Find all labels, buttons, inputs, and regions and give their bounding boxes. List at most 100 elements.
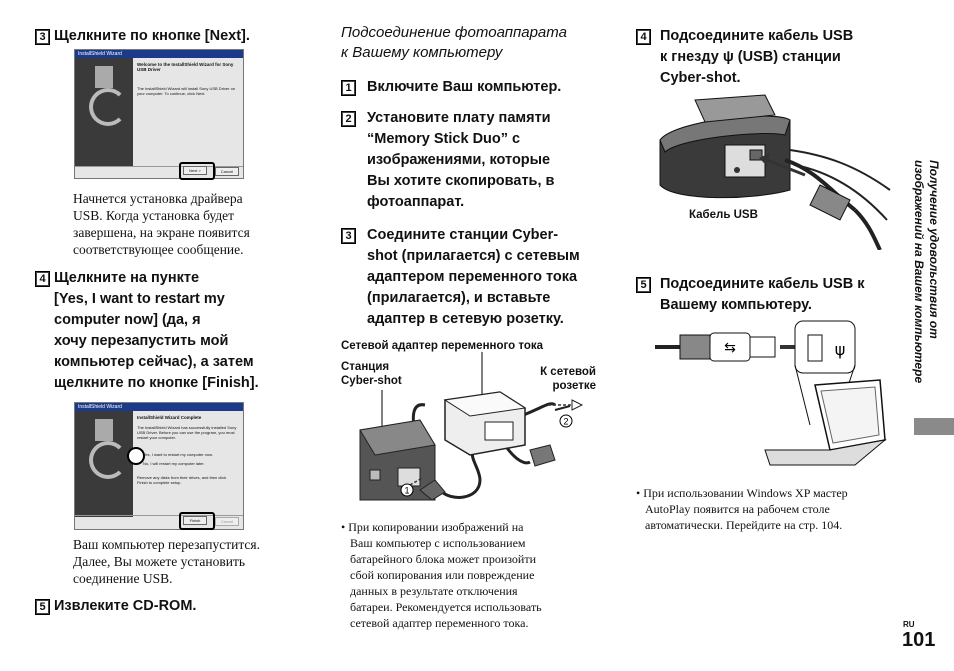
line: Подсоедините кабель USB к bbox=[660, 276, 865, 292]
cancel-button[interactable]: Cancel bbox=[215, 517, 239, 526]
step-4-col3: 4 Подсоедините кабель USB к гнезду ψ (US… bbox=[636, 26, 910, 89]
usb-icon: ⇆ bbox=[724, 340, 736, 356]
paragraph-install-progress: Начнется установка драйвера USB. Когда у… bbox=[73, 190, 313, 258]
usb-port-icon: ψ bbox=[835, 340, 846, 359]
step-number: 2 bbox=[341, 111, 356, 127]
callout-1: 1 bbox=[404, 486, 409, 496]
line: Далее, Вы можете установить bbox=[73, 554, 246, 569]
dialog-titlebar: InstallShield Wizard bbox=[75, 50, 243, 58]
line: Установите плату памяти bbox=[367, 110, 551, 126]
line: AutoPlay появится на рабочем столе bbox=[645, 502, 830, 516]
line: щелкните по кнопке [Finish]. bbox=[54, 375, 259, 391]
line: Соедините станции Cyber- bbox=[367, 227, 559, 243]
wizard-side-graphic bbox=[75, 58, 133, 166]
label-usb-cable: Кабель USB bbox=[689, 209, 758, 221]
line: соединение USB. bbox=[73, 571, 173, 586]
dialog-heading: Welcome to the InstallShield Wizard for … bbox=[137, 62, 234, 72]
line: “Memory Stick Duo” с bbox=[367, 131, 521, 147]
radio-yes-restart[interactable]: Yes, I want to restart my computer now. bbox=[143, 452, 213, 457]
radio-no-restart[interactable]: No, I will restart my computer later. bbox=[143, 461, 205, 466]
line: Вы хотите скопировать, в bbox=[367, 173, 555, 189]
step-3-col2: 3 Соедините станции Cyber- shot (прилага… bbox=[341, 225, 617, 330]
step-number: 3 bbox=[341, 228, 356, 244]
paragraph-restart: Ваш компьютер перезапустится. Далее, Вы … bbox=[73, 536, 313, 587]
cancel-button[interactable]: Cancel bbox=[215, 167, 239, 176]
line: (прилагается), и вставьте bbox=[367, 290, 551, 306]
section-sidebar-title: Получение удовольствия от изображений на… bbox=[911, 160, 941, 410]
step-number: 4 bbox=[636, 29, 651, 45]
line: хочу перезапустить мой bbox=[54, 333, 229, 349]
step-text: Щелкните по кнопке [Next]. bbox=[54, 28, 250, 44]
step-3-col1: 3 Щелкните по кнопке [Next]. bbox=[35, 26, 314, 47]
station-port bbox=[397, 467, 421, 487]
step-5-col1: 5 Извлеките CD-ROM. bbox=[35, 596, 314, 617]
step-text: Включите Ваш компьютер. bbox=[367, 79, 562, 95]
line: Щелкните на пункте bbox=[54, 270, 200, 286]
section-tab-marker bbox=[914, 418, 954, 435]
step-5-col3: 5 Подсоедините кабель USB к Вашему компь… bbox=[636, 274, 910, 316]
dialog-titlebar: InstallShield Wizard bbox=[75, 403, 243, 411]
line: К сетевой bbox=[540, 366, 596, 378]
step-number: 3 bbox=[35, 29, 50, 45]
note-col2: • При копировании изображений на Ваш ком… bbox=[341, 519, 601, 631]
line: сбой копирования или повреждение bbox=[350, 568, 535, 582]
line: к Вашему компьютеру bbox=[341, 44, 503, 61]
dialog-heading: InstallShield Wizard Complete bbox=[137, 415, 202, 420]
line: изображений на Вашем компьютере bbox=[912, 160, 926, 384]
line: shot (прилагается) с сетевым bbox=[367, 248, 580, 264]
step-4-col1: 4 Щелкните на пункте [Yes, I want to res… bbox=[35, 268, 314, 394]
next-button[interactable]: Next > bbox=[183, 166, 207, 175]
line: компьютер сейчас), а затем bbox=[54, 354, 254, 370]
step-1-col2: 1 Включите Ваш компьютер. bbox=[341, 77, 617, 98]
line: Ваш компьютер с использованием bbox=[350, 536, 526, 550]
line: батареи. Рекомендуется использовать bbox=[350, 600, 542, 614]
port-zoom-bubble bbox=[794, 320, 856, 374]
page-number: 101 bbox=[902, 629, 936, 651]
line: Получение удовольствия от bbox=[927, 160, 941, 339]
station-adapter-illustration: 1 2 bbox=[359, 352, 584, 501]
line: изображениями, которые bbox=[367, 152, 551, 168]
line: USB. Когда установка будет bbox=[73, 208, 235, 223]
line: Cyber-shot. bbox=[660, 70, 741, 86]
finish-highlight bbox=[179, 512, 215, 530]
footer-lang: RU bbox=[903, 620, 915, 629]
line: Станция bbox=[341, 361, 390, 373]
line: соответствующее сообщение. bbox=[73, 242, 244, 257]
line: сетевой адаптер переменного тока. bbox=[350, 616, 529, 630]
usb-connector bbox=[809, 184, 851, 221]
line: фотоаппарат. bbox=[367, 194, 465, 210]
dialog-body-2: Remove any disks from their drives, and … bbox=[137, 475, 227, 485]
dialog-body: The InstallShield Wizard has successfull… bbox=[137, 425, 237, 440]
line: данных в результате отключения bbox=[350, 584, 518, 598]
line: computer now] (да, я bbox=[54, 312, 201, 328]
installer-welcome-screenshot: InstallShield Wizard Welcome to the Inst… bbox=[74, 49, 244, 180]
step-number: 4 bbox=[35, 271, 50, 287]
line: Начнется установка драйвера bbox=[73, 191, 243, 206]
step-number: 5 bbox=[636, 277, 651, 293]
step-text: Извлеките CD-ROM. bbox=[54, 598, 197, 614]
step-2-col2: 2 Установите плату памяти “Memory Stick … bbox=[341, 108, 617, 213]
usb-to-laptop-illustration: ⇆ ψ bbox=[655, 320, 887, 466]
wizard-side-graphic bbox=[75, 411, 133, 517]
label-outlet: К сетевой розетке bbox=[520, 365, 596, 393]
finish-button[interactable]: Finish bbox=[183, 516, 207, 525]
step-number: 5 bbox=[35, 599, 50, 615]
line: Подсоединение фотоаппарата bbox=[341, 24, 567, 41]
note-col3: • При использовании Windows XP мастер Au… bbox=[636, 485, 896, 533]
section-heading: Подсоединение фотоаппарата к Вашему комп… bbox=[341, 23, 611, 63]
line: Ваш компьютер перезапустится. bbox=[73, 537, 260, 552]
step-number: 1 bbox=[341, 80, 356, 96]
dialog-body: The InstallShield Wizard will install So… bbox=[137, 86, 236, 96]
laptop-base bbox=[764, 439, 887, 466]
line: батарейного блока может произойти bbox=[350, 552, 536, 566]
line: автоматически. Перейдите на стр. 104. bbox=[645, 518, 843, 532]
line: [Yes, I want to restart my bbox=[54, 291, 225, 307]
installer-complete-screenshot: InstallShield Wizard InstallShield Wizar… bbox=[74, 402, 244, 530]
callout-2: 2 bbox=[563, 417, 568, 427]
usb-plug-body bbox=[679, 334, 711, 360]
line: адаптер в сетевую розетку. bbox=[367, 311, 564, 327]
line: розетке bbox=[552, 380, 597, 392]
radio-highlight bbox=[127, 447, 145, 465]
line: • При копировании изображений на bbox=[341, 520, 524, 534]
station-usb-illustration bbox=[659, 94, 891, 250]
